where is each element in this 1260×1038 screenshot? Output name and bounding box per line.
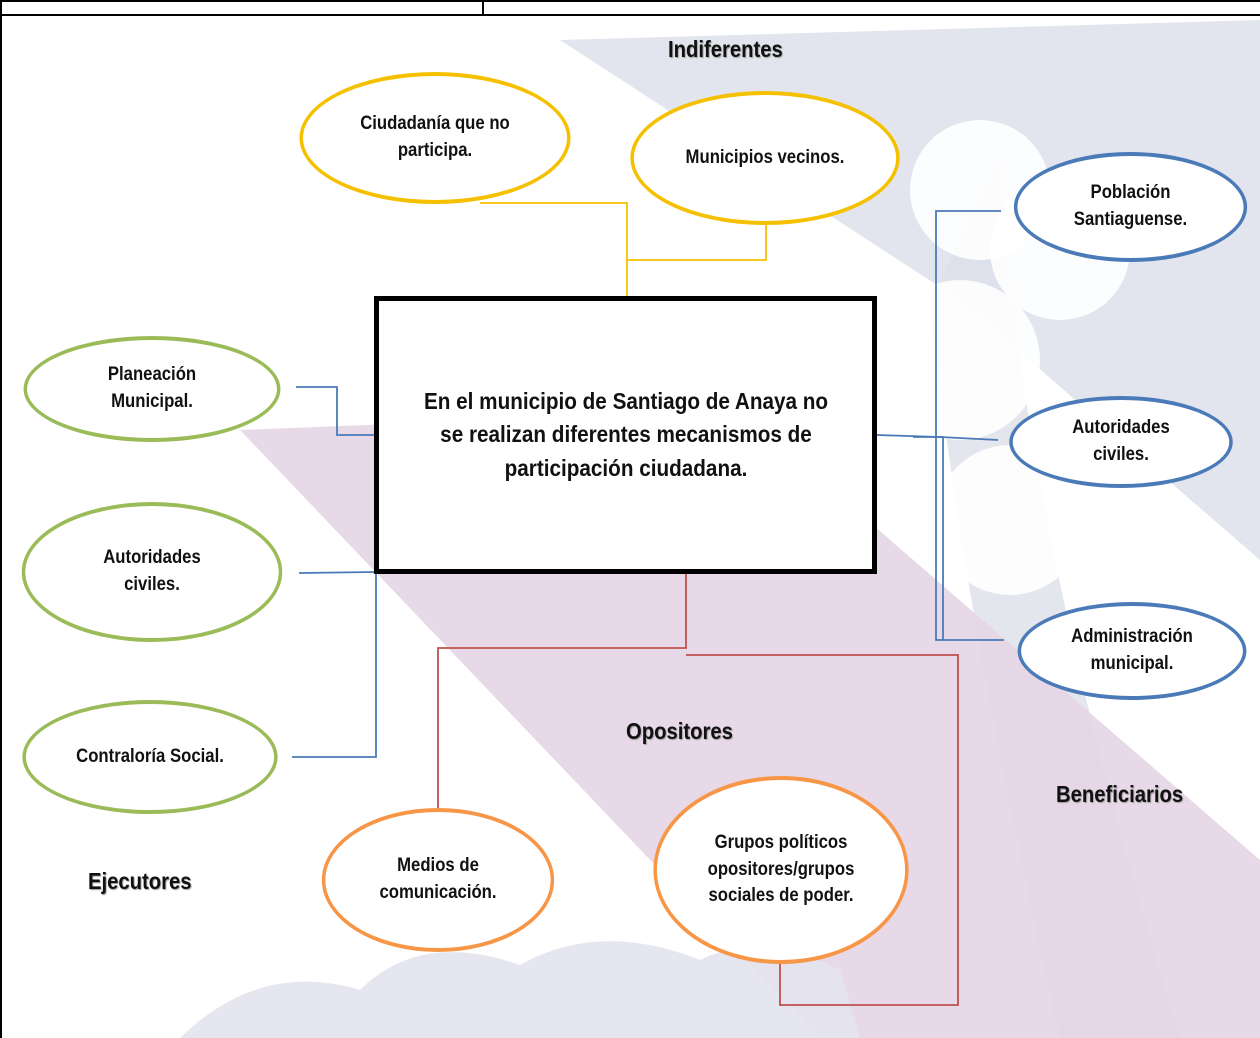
oval-label: Autoridades civiles. [103, 547, 201, 595]
connector-ejecutores-3 [292, 435, 377, 758]
oval-label: Municipios vecinos. [685, 146, 845, 168]
oval-administracion-municipal: Administración municipal. [1017, 602, 1247, 700]
oval-poblacion-santiaguense: Población Santiaguense. [1013, 152, 1248, 262]
label-indiferentes: Indiferentes [668, 36, 783, 62]
label-beneficiarios: Beneficiarios [1056, 781, 1184, 807]
oval-autoridades-civiles-beneficiarios: Autoridades civiles. [1009, 396, 1233, 488]
oval-label: Planeación Municipal. [107, 364, 197, 412]
label-ejecutores: Ejecutores [88, 868, 192, 894]
central-problem-box: En el municipio de Santiago de Anaya no … [374, 296, 877, 574]
frame-top-border [0, 0, 1260, 2]
oval-ciudadania-que-no-participa: Ciudadanía que no participa. [299, 72, 571, 204]
oval-grupos-politicos-opositores: Grupos políticos opositores/grupos socia… [653, 776, 909, 964]
connector-ejecutores-2 [298, 571, 377, 574]
connector-opositores-2 [686, 654, 959, 1006]
connector-beneficiarios-3 [913, 436, 944, 640]
connector-indiferentes-2 [627, 224, 767, 261]
label-opositores: Opositores [626, 718, 733, 744]
oval-label: Medios de comunicación. [379, 855, 497, 903]
oval-label: Población Santiaguense. [1073, 182, 1188, 230]
central-problem-text: En el municipio de Santiago de Anaya no … [423, 387, 828, 481]
oval-label: Administración municipal. [1071, 626, 1193, 674]
frame-top-rule [0, 14, 1260, 16]
oval-planeacion-municipal: Planeación Municipal. [23, 336, 281, 442]
connector-opositores [437, 572, 687, 836]
connector-indiferentes [480, 202, 628, 298]
oval-label: Grupos políticos opositores/grupos socia… [707, 832, 855, 907]
connector-ejecutores [296, 386, 376, 436]
oval-medios-de-comunicacion: Medios de comunicación. [321, 808, 555, 952]
oval-label: Contraloría Social. [76, 745, 224, 767]
oval-municipios-vecinos: Municipios vecinos. [630, 91, 900, 225]
oval-autoridades-civiles-ejecutores: Autoridades civiles. [21, 502, 283, 642]
oval-label: Autoridades civiles. [1072, 417, 1170, 465]
frame-left-border [0, 0, 2, 1038]
oval-contraloria-social: Contraloría Social. [22, 700, 278, 814]
connector-beneficiarios-2 [935, 210, 1004, 641]
oval-label: Ciudadanía que no participa. [360, 113, 510, 161]
frame-cell-divider [482, 0, 484, 15]
